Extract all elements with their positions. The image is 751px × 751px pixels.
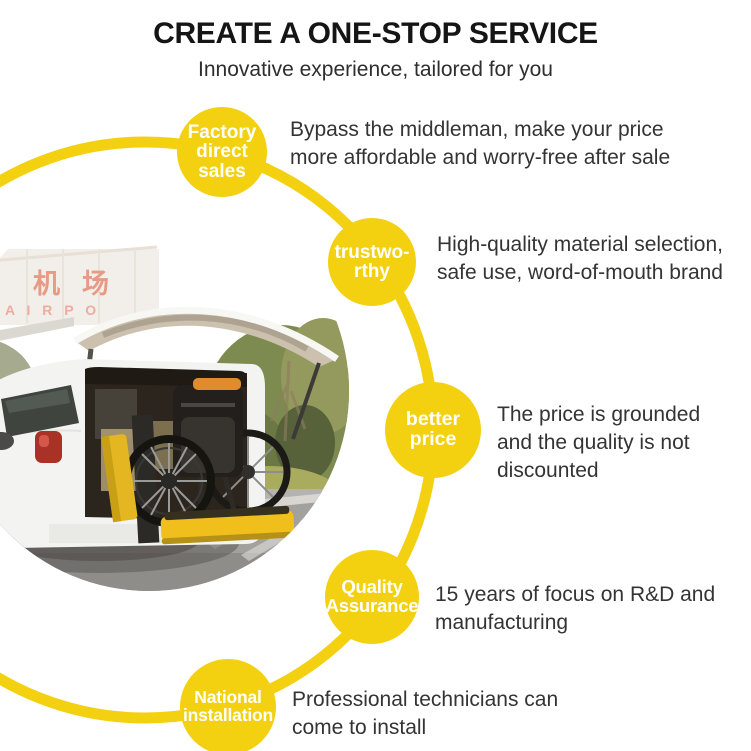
lift-post <box>101 434 138 523</box>
page-title: CREATE A ONE-STOP SERVICE <box>153 17 598 50</box>
description-line: more affordable and worry-free after sal… <box>290 146 671 169</box>
building-sign-cn: 机场 <box>33 269 131 299</box>
feature-label-line: National <box>194 687 262 708</box>
feature-circle-quality-assurance: Quality Assurance <box>325 550 419 644</box>
feature-description-quality-assurance: 15 years of focus on R&D and manufacturi… <box>435 581 715 637</box>
lift-platform <box>160 505 295 545</box>
description-line: discounted <box>497 459 599 482</box>
feature-label-line: trustwo- <box>334 241 410 263</box>
feature-label-line: price <box>409 428 457 450</box>
feature-description-trustworthy: High-quality material selection, safe us… <box>437 231 723 287</box>
feature-label-line: rthy <box>354 261 390 282</box>
description-line: Bypass the middleman, make your price <box>290 118 664 141</box>
feature-label-line: installation <box>183 705 273 725</box>
feature-label-line: Factory <box>187 121 257 143</box>
feature-label-line: sales <box>198 160 246 182</box>
building-sign-en: A I R P O <box>5 302 100 318</box>
hero-photo: 机场 A I R P O <box>0 191 349 591</box>
description-line: manufacturing <box>435 611 569 634</box>
feature-label-line: Quality <box>341 576 403 598</box>
page-subtitle: Innovative experience, tailored for you <box>198 58 553 81</box>
description-line: 15 years of focus on R&D and <box>435 583 716 606</box>
description-line: and the quality is not <box>497 431 690 454</box>
feature-circle-trustworthy: trustwo- rthy <box>328 218 416 306</box>
taillight <box>35 431 62 463</box>
feature-label-line: Assurance <box>325 595 419 616</box>
feature-label-line: direct <box>196 141 248 163</box>
description-line: Professional technicians can <box>292 688 559 711</box>
feature-description-better-price: The price is grounded and the quality is… <box>497 401 700 485</box>
side-mirror <box>0 432 14 450</box>
overpass <box>0 317 74 341</box>
feature-circle-better-price: better price <box>385 382 481 478</box>
airport-building <box>0 245 159 325</box>
feature-circle-factory-direct-sales: Factory direct sales <box>177 107 267 197</box>
feature-description-national-installation: Professional technicians can come to ins… <box>292 686 558 742</box>
feature-circle-national-installation: National installation <box>180 659 276 751</box>
feature-label-line: better <box>405 408 461 431</box>
description-line: The price is grounded <box>497 403 701 426</box>
orange-handle <box>193 378 241 390</box>
van-photo-illustration: 机场 A I R P O <box>0 191 349 591</box>
description-line: come to install <box>292 716 427 739</box>
description-line: High-quality material selection, <box>437 233 723 256</box>
feature-description-factory-direct-sales: Bypass the middleman, make your price mo… <box>290 116 670 172</box>
description-line: safe use, word-of-mouth brand <box>437 261 723 284</box>
